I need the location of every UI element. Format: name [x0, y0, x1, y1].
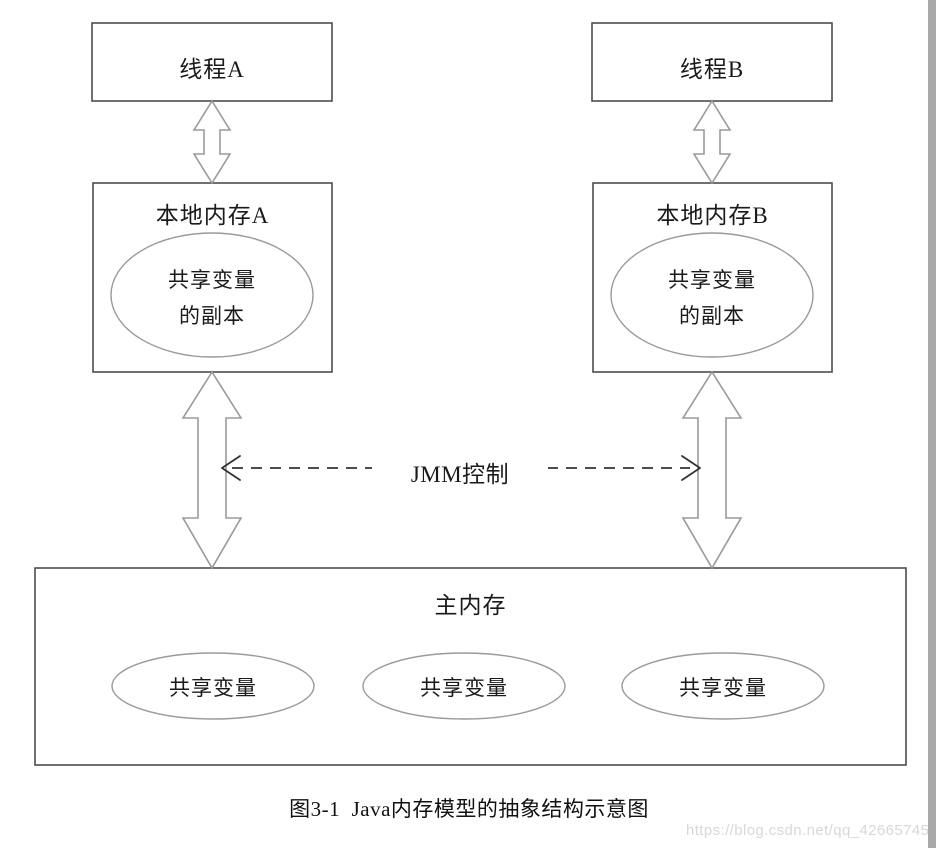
jmm-control-label: JMM控制 [372, 455, 548, 489]
thread-a-label: 线程A [179, 57, 245, 82]
shared-variable-copy-ellipse-b [610, 232, 814, 358]
block-arrow-thread-a-to-local-memory-a [192, 99, 232, 185]
shared-variable-copy-b-label-line1: 共享变量 [668, 268, 756, 292]
block-arrow-local-memory-b-to-main-memory [681, 370, 743, 570]
watermark-text: https://blog.csdn.net/qq_42665745 [686, 822, 930, 839]
shared-variable-copy-a-label-line2: 的副本 [179, 304, 245, 328]
block-arrow-local-memory-a-to-main-memory [181, 370, 243, 570]
shared-variable-copy-b-label-line2: 的副本 [679, 304, 745, 328]
main-memory-shared-variable-label-2: 共享变量 [420, 676, 508, 700]
main-memory-shared-variable-ellipse-2 [362, 652, 566, 720]
local-memory-a-label: 本地内存A [155, 203, 270, 228]
main-memory-shared-variable-label-1: 共享变量 [169, 676, 257, 700]
thread-b-label: 线程B [679, 57, 745, 82]
main-memory-label: 主内存 [434, 593, 507, 618]
jmm-control-arrowhead-left [221, 455, 241, 481]
shared-variable-copy-ellipse-a [110, 232, 314, 358]
local-memory-b-label: 本地内存B [656, 203, 769, 228]
vertical-scrollbar[interactable] [928, 0, 936, 848]
jmm-control-arrowhead-right [681, 455, 701, 481]
main-memory-shared-variable-ellipse-3 [621, 652, 825, 720]
thread-b-box [591, 22, 833, 102]
thread-a-box [91, 22, 333, 102]
block-arrow-thread-b-to-local-memory-b [692, 99, 732, 185]
shared-variable-copy-a-label-line1: 共享变量 [168, 268, 256, 292]
figure-caption: 图3-1 Java内存模型的抽象结构示意图 [289, 797, 649, 821]
main-memory-shared-variable-label-3: 共享变量 [679, 676, 767, 700]
main-memory-shared-variable-ellipse-1 [111, 652, 315, 720]
